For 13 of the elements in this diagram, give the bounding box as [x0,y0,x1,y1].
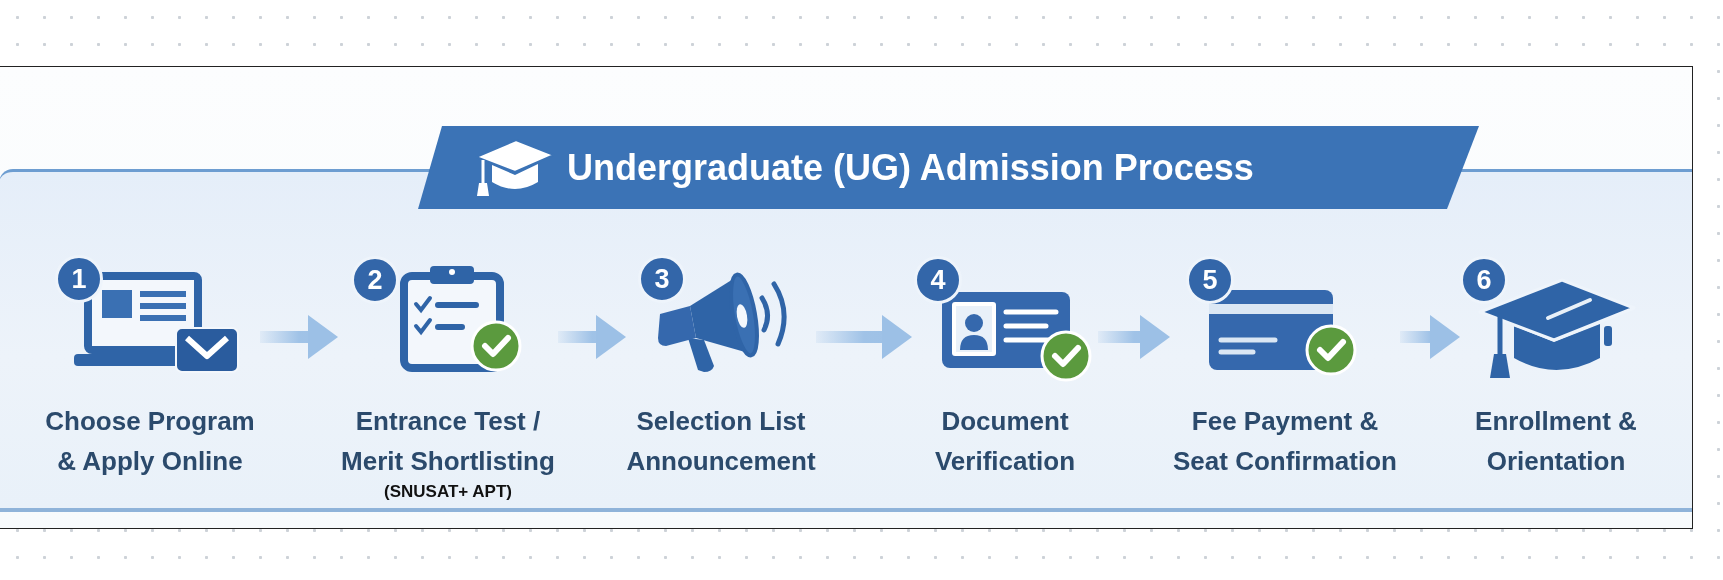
step-label: Fee Payment & Seat Confirmation [1172,405,1398,478]
arrow [816,315,912,359]
step-label: Entrance Test / Merit Shortlisting [340,405,556,478]
step-label: Document Verification [933,405,1077,478]
step-label: Choose Program & Apply Online [44,405,256,478]
step-note: (SNUSAT+ APT) [384,481,512,503]
step-label: Selection List Announcement [626,405,816,478]
arrow [1098,315,1170,359]
arrow [558,315,626,359]
arrow [260,315,338,359]
arrow [1400,315,1460,359]
step-label: Enrollment & Orientation [1474,405,1638,478]
title: Undergraduate (UG) Admission Process [567,145,1254,190]
